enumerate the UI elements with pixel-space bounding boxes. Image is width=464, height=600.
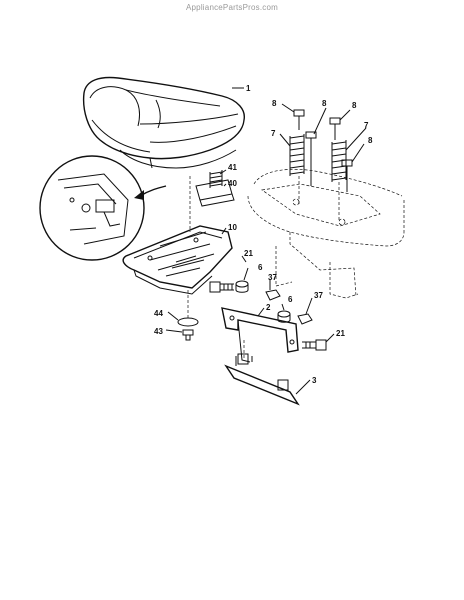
callout-8-d: 8: [368, 136, 373, 145]
tractor-frame: [247, 168, 405, 299]
nut-part-37-upper[interactable]: [265, 289, 281, 301]
callout-40: 40: [228, 179, 237, 188]
hinge-bracket-part-2[interactable]: [221, 307, 299, 363]
callout-7-left: 7: [271, 129, 276, 138]
zoom-arrowhead: [134, 190, 144, 200]
seat-pan-part-10[interactable]: [122, 225, 233, 295]
bolt-part-43[interactable]: [182, 329, 194, 341]
callout-43: 43: [154, 327, 163, 336]
watermark: AppliancePartsPros.com: [186, 3, 278, 12]
callout-41: 41: [228, 163, 237, 172]
callout-37-lower: 37: [314, 291, 323, 300]
callout-2: 2: [266, 303, 271, 312]
nut-part-6-upper[interactable]: [235, 280, 249, 293]
callout-8-a: 8: [272, 99, 277, 108]
callout-21-lower: 21: [336, 329, 345, 338]
bolt-part-21-right[interactable]: [302, 339, 327, 351]
callout-6-lower: 6: [288, 295, 293, 304]
bolt-part-8-a[interactable]: [293, 109, 305, 130]
callout-10: 10: [228, 223, 237, 232]
callout-leaders: [165, 87, 367, 395]
callout-1: 1: [246, 84, 251, 93]
callout-labels: 1 8 8 8 8 7 7 41 40 10 21 6 37 6 37 2 21…: [154, 84, 373, 385]
bolt-part-8-b[interactable]: [305, 131, 317, 186]
callout-3: 3: [312, 376, 317, 385]
bolt-part-8-c[interactable]: [329, 117, 341, 140]
callout-6-upper: 6: [258, 263, 263, 272]
callout-8-b: 8: [322, 99, 327, 108]
callout-8-c: 8: [352, 101, 357, 110]
washer-part-44[interactable]: [177, 317, 199, 327]
bracket-part-40[interactable]: [195, 179, 235, 207]
bolt-part-21-left[interactable]: [209, 281, 234, 293]
plate-part-3[interactable]: [224, 353, 300, 406]
bolt-part-8-d[interactable]: [341, 159, 353, 192]
callout-37-upper: 37: [268, 273, 277, 282]
callout-21-upper: 21: [244, 249, 253, 258]
detail-zoom-circle: [39, 155, 145, 261]
callout-7-right: 7: [364, 121, 369, 130]
nut-part-37-lower[interactable]: [297, 313, 313, 325]
spring-part-7-right[interactable]: [331, 140, 347, 182]
seat-part-1[interactable]: [82, 76, 245, 169]
spring-part-41[interactable]: [209, 170, 223, 188]
callout-44: 44: [154, 309, 163, 318]
